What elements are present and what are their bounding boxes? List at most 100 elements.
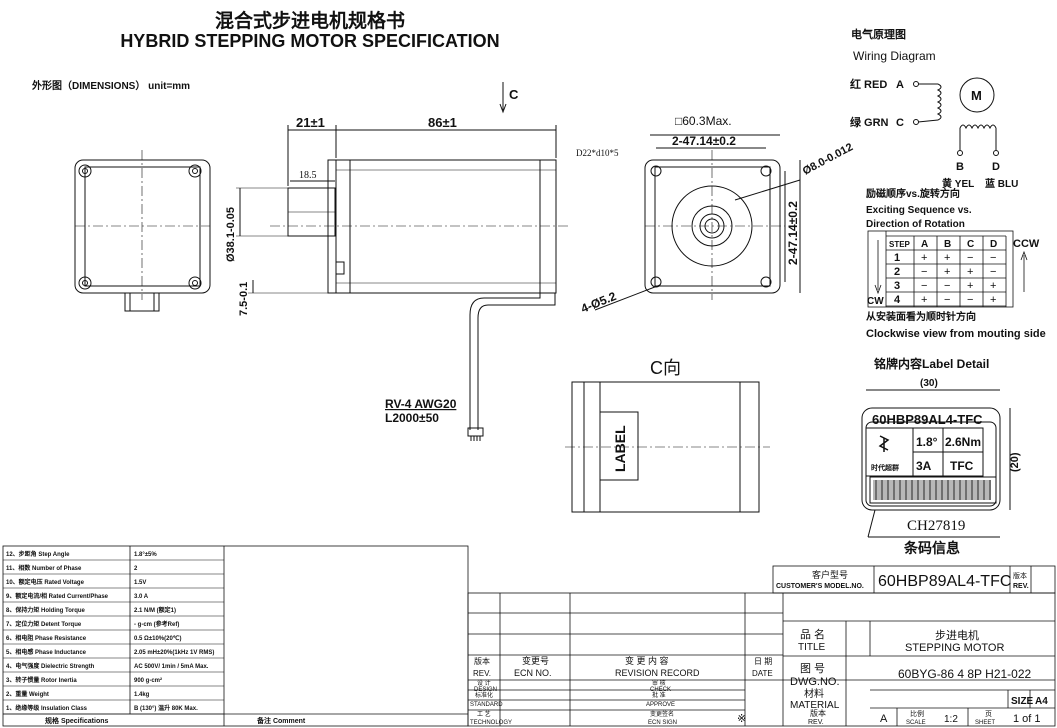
date-col-cn: 日 期 [754, 657, 772, 666]
star-mark: ※ [737, 713, 746, 725]
sequence-cell: − [967, 252, 973, 264]
motor-symbol: M [971, 88, 982, 103]
dim-21: 21±1 [296, 115, 325, 130]
side-view [236, 82, 570, 441]
scale-value: 1:2 [944, 714, 958, 725]
wire-d-label: D [992, 161, 1000, 173]
check-label-cn: 审 核 [652, 679, 666, 687]
label-torque: 2.6Nm [945, 435, 981, 449]
spec-row-value: 1.5V [134, 580, 146, 586]
page-title-cn: 混合式步进电机规格书 [214, 11, 405, 32]
spec-row-label: 11、相数 Number of Phase [6, 564, 82, 572]
sheet-value: 1 of 1 [1013, 713, 1041, 725]
barcode-number: CH27819 [907, 518, 965, 534]
dwg-label-cn: 图 号 [800, 662, 825, 675]
rev-label-en: REV. [808, 719, 824, 726]
scale-label-en: SCALE [906, 720, 926, 726]
size-value: A4 [1035, 696, 1048, 707]
customer-model-cn: 客户型号 [812, 569, 848, 580]
dimensions-label: 外形图（DIMENSIONS） unit=mm [32, 81, 191, 92]
approve-label-cn: 批 准 [652, 691, 666, 699]
wiring-title-en: Wiring Diagram [853, 49, 936, 63]
sequence-header-1: A [921, 239, 928, 250]
spec-row-value: - g-cm (参考Ref) [134, 620, 179, 628]
spec-row-label: 5、相电感 Phase Inductance [6, 648, 87, 656]
wire-blu-label: 蓝 BLU [985, 177, 1018, 190]
design-label-cn: 设 计 [477, 679, 491, 687]
sequence-cell: + [967, 266, 973, 278]
spec-row-label: 4、电气强度 Dielectric Strength [6, 662, 95, 670]
rev-en-top: REV. [1013, 583, 1029, 590]
rev-col-en: REV. [473, 669, 491, 678]
sequence-cell: 3 [894, 280, 900, 292]
spec-row-value: 2 [134, 566, 138, 572]
barcode-title: 条码信息 [903, 540, 960, 556]
sequence-header-0: STEP [889, 240, 911, 249]
sequence-note-en: Clockwise view from mouting side [866, 328, 1046, 340]
sequence-cell: + [990, 280, 996, 292]
page-title-en: HYBRID STEPPING MOTOR SPECIFICATION [120, 31, 500, 51]
spec-row-value: 2.1 N/M (额定1) [134, 606, 176, 614]
sequence-cell: − [990, 266, 996, 278]
standard-label-cn: 标准化 [475, 691, 493, 699]
dim-shaft-dia: Ø38.1-0.05 [225, 207, 237, 262]
title-value-cn: 步进电机 [935, 628, 979, 642]
record-col-en: REVISION RECORD [615, 668, 700, 678]
dim-hole-dia: Ø8.0-0.012 [801, 141, 855, 177]
sequence-title-en1: Exciting Sequence vs. [866, 205, 972, 216]
dim-86: 86±1 [428, 115, 457, 130]
spec-row-value: 1.4kg [134, 692, 150, 698]
comment-footer-label: 备注 Comment [256, 716, 306, 725]
sequence-cell: + [967, 280, 973, 292]
dim-mount-holes: 4-Ø5.2 [579, 289, 619, 316]
c-view [565, 381, 770, 513]
sheet-label-en: SHEET [975, 720, 995, 726]
tech-label-cn: 工 艺 [477, 710, 491, 718]
wire-a-label: A [896, 79, 904, 91]
barcode [873, 480, 991, 500]
sequence-cell: 1 [894, 252, 900, 264]
sequence-title-cn: 励磁顺序vs.旋转方向 [866, 187, 960, 200]
label-detail-title: 铭牌内容Label Detail [874, 356, 989, 371]
cw-label: CW [867, 296, 884, 307]
label-placeholder: LABEL [612, 425, 628, 472]
tech-label-en: TECHNOLOGY [470, 720, 512, 726]
spec-row-label: 1、绝缘等级 Insulation Class [6, 704, 88, 712]
label-detail-drawing [861, 389, 1011, 538]
approve-label-en: APPROVE [646, 702, 675, 708]
scale-label-cn: 比例 [910, 709, 924, 718]
spec-row-value: 900 g-cm² [134, 677, 162, 684]
spec-row-value: B (130°) 温升 80K Max. [134, 704, 198, 712]
ecnsign-label-en: ECN SIGN [648, 720, 677, 726]
record-col-cn: 变 更 内 容 [625, 655, 669, 666]
wire-red-label: 红 RED [850, 77, 887, 91]
material-label-en: MATERIAL [790, 700, 840, 711]
sequence-cell: − [921, 266, 927, 278]
label-height-dim: (20) [1009, 452, 1021, 472]
sequence-cell: − [944, 294, 950, 306]
spec-footer-label: 规格 Specifications [45, 716, 109, 725]
wiring-title-cn: 电气原理图 [851, 27, 906, 41]
title-label-cn: 品 名 [800, 627, 825, 641]
dim-7-5: 7.5-0.1 [238, 282, 250, 316]
cable-spec: RV-4 AWG20 [385, 397, 457, 411]
label-current: 3A [916, 459, 932, 473]
check-label-en: CHECK [650, 687, 671, 693]
rev-value: A [880, 713, 888, 725]
spec-row-label: 7、定位力矩 Detent Torque [6, 620, 82, 628]
spec-row-value: 1.8°±5% [134, 552, 157, 558]
sequence-header-4: D [990, 239, 997, 250]
front-view [74, 150, 211, 312]
dwg-value: 60BYG-86 4 8P H21-022 [898, 667, 1032, 681]
view-c-title: C向 [650, 358, 681, 378]
sequence-cell: + [944, 266, 950, 278]
sheet-label-cn: 页 [985, 710, 992, 718]
spec-row-label: 3、转子惯量 Rotor Inertia [6, 676, 77, 684]
sequence-header-2: B [944, 239, 951, 250]
wire-c-label: C [896, 117, 904, 129]
title-block-grid [467, 565, 1056, 727]
ecn-col-cn: 变更号 [522, 655, 549, 666]
wire-grn-label: 绿 GRN [850, 115, 889, 129]
customer-model-en: CUSTOMER'S MODEL.NO. [776, 583, 864, 590]
material-label-cn: 材料 [804, 687, 824, 700]
